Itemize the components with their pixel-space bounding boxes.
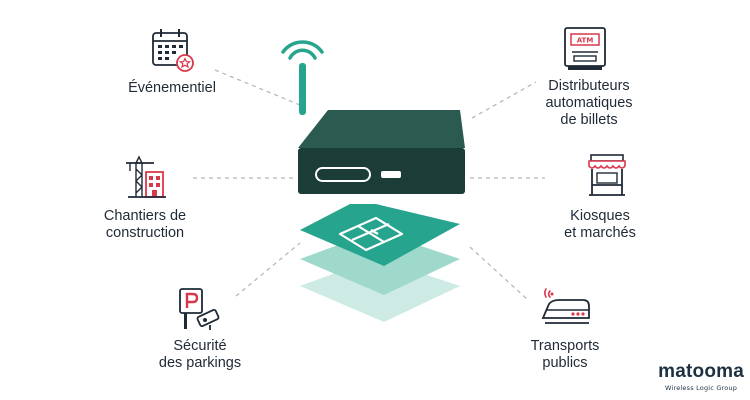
connector-distributeurs — [471, 81, 537, 119]
label-distributeurs: Distributeurs automatiques de billets — [545, 78, 633, 128]
router-device — [281, 40, 465, 194]
wifi-signal-icon — [281, 40, 324, 60]
sim-stack — [300, 204, 460, 322]
label-evenementiel: Événementiel — [128, 80, 216, 96]
calendar-star-icon — [152, 29, 194, 72]
parking-camera-icon — [179, 288, 220, 330]
router-slot — [315, 167, 371, 182]
construction-crane-icon — [126, 155, 166, 198]
atm-machine-icon: ATM — [564, 27, 606, 70]
sim-chip-icon — [338, 216, 404, 252]
label-transports: Transports publics — [530, 338, 600, 371]
label-chantiers: Chantiers de construction — [103, 208, 187, 241]
brand-tagline: Wireless Logic Group — [665, 384, 738, 392]
router-top — [298, 110, 465, 148]
sim-card — [300, 204, 460, 266]
router-led — [381, 171, 401, 178]
train-signal-icon — [541, 288, 590, 324]
router-antenna — [299, 63, 306, 115]
market-stall-icon — [588, 154, 626, 196]
router-front — [298, 148, 465, 194]
connector-securite — [235, 242, 301, 297]
connector-transports — [469, 246, 529, 301]
label-securite: Sécurité des parkings — [158, 338, 242, 371]
brand-name: matooma — [658, 361, 744, 382]
brand-logo: matooma Wireless Logic Group — [658, 361, 744, 392]
atm-screen-text: ATM — [577, 37, 594, 45]
connector-lines — [193, 69, 545, 301]
label-kiosques: Kiosques et marchés — [564, 208, 636, 241]
